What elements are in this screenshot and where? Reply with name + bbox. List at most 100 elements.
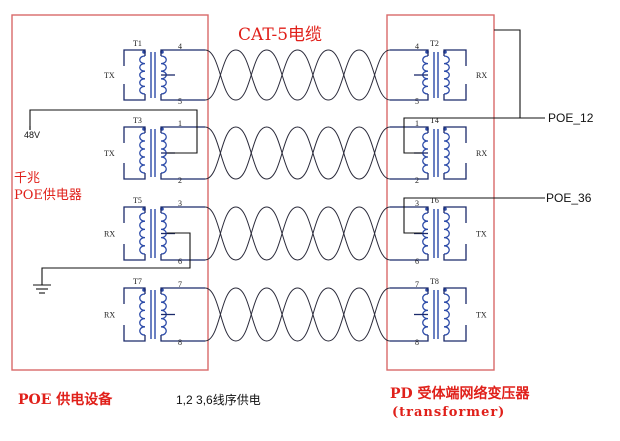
twisted-pair-wire (204, 49, 391, 101)
lead-outer-top (123, 126, 146, 143)
pd-return-wire (494, 29, 521, 118)
transformer-side-label: RX (476, 71, 487, 80)
primary-coil (139, 55, 146, 95)
lead-pin-top (160, 49, 205, 56)
lead-pin-top (390, 126, 429, 133)
pin-number: 6 (178, 257, 182, 266)
pin-number: 8 (415, 338, 419, 347)
lead-pin-bottom (160, 173, 205, 180)
lead-pin-top (160, 287, 205, 294)
lead-pin-top (390, 49, 429, 56)
voltage-label: 48V (24, 130, 40, 140)
lead-outer-bottom (123, 244, 146, 261)
pse-bottom-label: POE 供电设备 (18, 391, 113, 408)
lead-outer-bottom (123, 163, 146, 180)
lead-pin-top (160, 126, 205, 133)
lead-outer-top (123, 287, 146, 304)
pin-number: 6 (415, 257, 419, 266)
transformer-name: T4 (430, 116, 439, 125)
lead-pin-top (160, 206, 205, 213)
lead-outer-top (443, 287, 467, 304)
twisted-pair-wire (204, 126, 391, 180)
lead-pin-bottom (160, 254, 205, 261)
ground-wire (41, 232, 191, 285)
lead-pin-bottom (390, 335, 429, 342)
pin-number: 1 (415, 119, 419, 128)
secondary-coil (443, 212, 450, 255)
transformer-side-label: TX (476, 230, 487, 239)
pin-number: 2 (415, 176, 419, 185)
lead-pin-top (390, 287, 429, 294)
pin-number: 5 (178, 97, 182, 106)
pin-number: 1 (178, 119, 182, 128)
primary-coil (139, 293, 146, 336)
twisted-pair-wire (204, 126, 391, 180)
transformer-side-label: RX (104, 230, 115, 239)
pse-title-line2: POE供电器 (14, 188, 82, 203)
transformer-name: T7 (133, 277, 142, 286)
pin-number: 2 (178, 176, 182, 185)
transformer-name: T5 (133, 196, 142, 205)
transformer-name: T2 (430, 39, 439, 48)
pd-bottom-label-line2: (transformer) (392, 405, 505, 420)
twisted-pairs (204, 49, 391, 342)
transformer-side-label: RX (104, 311, 115, 320)
pd-box (386, 14, 495, 371)
lead-outer-top (123, 206, 146, 223)
lead-outer-bottom (443, 163, 467, 180)
primary-coil (139, 212, 146, 255)
transformer-name: T8 (430, 277, 439, 286)
wiring-note: 1,2 3,6线序供电 (176, 392, 261, 407)
lead-outer-bottom (443, 244, 467, 261)
twisted-pair-wire (204, 206, 391, 261)
poe-12-label: POE_12 (548, 111, 594, 125)
transformer-name: T3 (133, 116, 142, 125)
pin-number: 5 (415, 97, 419, 106)
lead-outer-top (123, 49, 146, 66)
power-wiring (29, 29, 545, 294)
pse-title-line1: 千兆 (14, 171, 40, 186)
poe-36-label: POE_36 (546, 191, 592, 205)
transformer-side-label: TX (104, 149, 115, 158)
lead-outer-bottom (123, 325, 146, 342)
lead-outer-bottom (123, 84, 146, 101)
lead-outer-top (443, 126, 467, 143)
primary-coil (139, 132, 146, 174)
voltage-feed-wire (29, 109, 198, 154)
twisted-pair-wire (204, 49, 391, 101)
lead-pin-bottom (390, 254, 429, 261)
secondary-coil (443, 55, 450, 95)
lead-outer-bottom (443, 325, 467, 342)
twisted-pair-wire (204, 287, 391, 342)
lead-outer-top (443, 206, 467, 223)
transformer-side-label: RX (476, 149, 487, 158)
lead-pin-bottom (160, 94, 205, 101)
twisted-pair-wire (204, 287, 391, 342)
transformer-side-label: TX (476, 311, 487, 320)
pin-number: 3 (415, 199, 419, 208)
pin-number: 8 (178, 338, 182, 347)
lead-pin-bottom (390, 173, 429, 180)
pin-number: 3 (178, 199, 182, 208)
lead-pin-bottom (160, 335, 205, 342)
poe-36-wire (403, 197, 545, 234)
pse-box (11, 14, 209, 371)
transformer-side-label: TX (104, 71, 115, 80)
cable-label: CAT-5电缆 (238, 25, 322, 45)
transformer-name: T6 (430, 196, 439, 205)
pin-number: 7 (178, 280, 182, 289)
pin-number: 4 (415, 42, 419, 51)
secondary-coil (443, 132, 450, 174)
lead-pin-top (390, 206, 429, 213)
twisted-pair-wire (204, 206, 391, 261)
